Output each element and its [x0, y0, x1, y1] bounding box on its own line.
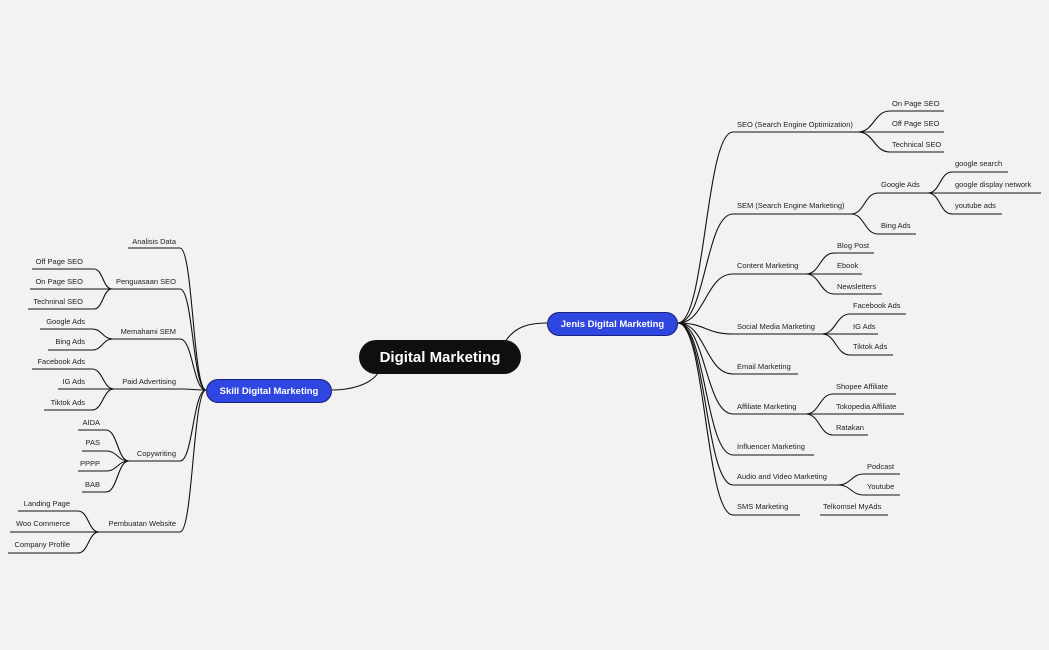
- node-technical-seo[interactable]: Technical SEO: [892, 140, 942, 149]
- node-ig-ads-left[interactable]: IG Ads: [62, 377, 85, 386]
- node-tiktok-ads-right[interactable]: Tiktok Ads: [853, 342, 888, 351]
- connector-line: [857, 131, 891, 153]
- node-facebook-ads-left[interactable]: Facebook Ads: [37, 357, 85, 366]
- right-branch-curve: [677, 213, 734, 324]
- node-landing-page[interactable]: Landing Page: [23, 499, 70, 508]
- node-off-page-seo-left[interactable]: Off Page SEO: [35, 257, 83, 266]
- connector-line: [805, 393, 834, 415]
- node-sms-marketing[interactable]: SMS Marketing: [737, 502, 789, 511]
- connector-line: [105, 460, 130, 493]
- right-branch-curve: [677, 322, 734, 516]
- central-to-right: [504, 322, 548, 343]
- node-tokopedia-affiliate[interactable]: Tokopedia Affiliate: [836, 402, 897, 411]
- connector-line: [93, 268, 113, 290]
- right-branch-curve: [677, 322, 734, 456]
- node-social-media-marketing[interactable]: Social Media Marketing: [737, 322, 815, 331]
- node-influencer-marketing[interactable]: Influencer Marketing: [737, 442, 805, 451]
- central-topic[interactable]: Digital Marketing: [359, 340, 521, 374]
- left-branch-curve: [179, 389, 207, 533]
- connector-line: [105, 429, 130, 462]
- connector-line: [837, 473, 865, 486]
- node-woo-commerce[interactable]: Woo Commerce: [15, 519, 70, 528]
- node-content-marketing[interactable]: Content Marketing: [737, 261, 799, 270]
- connector-line: [77, 531, 100, 554]
- node-ig-ads-right[interactable]: IG Ads: [853, 322, 876, 331]
- node-ratakan[interactable]: Ratakan: [836, 423, 864, 432]
- node-shopee-affiliate[interactable]: Shopee Affiliate: [836, 382, 888, 391]
- connector-line: [805, 252, 835, 275]
- right-branch-curve: [677, 322, 734, 375]
- connector-line: [821, 333, 851, 356]
- node-podcast[interactable]: Podcast: [867, 462, 895, 471]
- branch-jenis-digital-marketing[interactable]: Jenis Digital Marketing: [547, 312, 678, 336]
- node-google-ads-left[interactable]: Google Ads: [46, 317, 85, 326]
- node-penguasaan-seo[interactable]: Penguasaan SEO: [115, 277, 176, 286]
- node-seo-search-engine-optimization[interactable]: SEO (Search Engine Optimization): [737, 120, 853, 129]
- left-branch-curve: [179, 338, 207, 391]
- connector-line: [857, 110, 891, 133]
- node-bing-ads-right[interactable]: Bing Ads: [881, 221, 911, 230]
- node-pembuatan-website[interactable]: Pembuatan Website: [108, 519, 176, 528]
- connector-line: [850, 213, 879, 235]
- connector-line: [850, 192, 879, 215]
- node-copywriting[interactable]: Copywriting: [136, 449, 176, 458]
- left-branch-curve: [179, 389, 207, 462]
- right-branch-curve: [677, 322, 734, 486]
- node-facebook-ads-right[interactable]: Facebook Ads: [853, 301, 901, 310]
- node-sem-search-engine-marketing[interactable]: SEM (Search Engine Marketing): [737, 201, 845, 210]
- connector-line: [93, 288, 113, 310]
- connector-line: [91, 368, 115, 390]
- right-branch-curve: [677, 131, 734, 324]
- node-company-profile[interactable]: Company Profile: [14, 540, 70, 549]
- node-bing-ads-left[interactable]: Bing Ads: [55, 337, 85, 346]
- left-branch-curve: [179, 388, 207, 391]
- node-tiktok-ads-left[interactable]: Tiktok Ads: [50, 398, 85, 407]
- node-techninal-seo[interactable]: Techninal SEO: [33, 297, 83, 306]
- node-google-ads-right[interactable]: Google Ads: [881, 180, 920, 189]
- node-email-marketing[interactable]: Email Marketing: [737, 362, 791, 371]
- node-pas[interactable]: PAS: [85, 438, 100, 447]
- node-affiliate-marketing[interactable]: Affiliate Marketing: [737, 402, 797, 411]
- connector-line: [77, 510, 100, 533]
- node-google-search[interactable]: google search: [955, 159, 1003, 168]
- node-pppp[interactable]: PPPP: [79, 459, 100, 468]
- node-analisis-data[interactable]: Analisis Data: [132, 237, 176, 246]
- node-bab[interactable]: BAB: [84, 480, 100, 489]
- connector-line: [91, 338, 114, 351]
- node-newsletters[interactable]: Newsletters: [837, 282, 877, 291]
- right-branch-curve: [677, 322, 734, 335]
- connector-line: [805, 273, 835, 295]
- right-branch-curve: [677, 273, 734, 324]
- node-audio-video-marketing[interactable]: Audio and Video Marketing: [737, 472, 827, 481]
- node-telkomsel-myads[interactable]: Telkomsel MyAds: [823, 502, 882, 511]
- branch-skill-digital-marketing[interactable]: Skill Digital Marketing: [206, 379, 332, 403]
- node-memahami-sem[interactable]: Memahami SEM: [120, 327, 176, 336]
- left-branch-curve: [179, 288, 207, 391]
- left-branch-curve: [179, 247, 207, 391]
- node-youtube-ads[interactable]: youtube ads: [955, 201, 996, 210]
- connector-line: [91, 388, 115, 411]
- connector-line: [805, 413, 834, 436]
- node-aida[interactable]: AIDA: [82, 418, 100, 427]
- node-on-page-seo-right[interactable]: On Page SEO: [892, 99, 940, 108]
- connector-line: [927, 192, 953, 215]
- node-youtube[interactable]: Youtube: [867, 482, 895, 491]
- node-paid-advertising[interactable]: Paid Advertising: [122, 377, 176, 386]
- connector-line: [927, 171, 953, 194]
- connector-line: [91, 328, 114, 340]
- node-on-page-seo-left[interactable]: On Page SEO: [35, 277, 83, 286]
- central-to-left: [331, 372, 379, 391]
- node-off-page-seo-right[interactable]: Off Page SEO: [892, 119, 940, 128]
- connector-line: [837, 484, 865, 496]
- node-google-display-network[interactable]: google display network: [955, 180, 1032, 189]
- node-blog-post[interactable]: Blog Post: [837, 241, 870, 250]
- connector-line: [821, 313, 851, 335]
- node-ebook[interactable]: Ebook: [837, 261, 859, 270]
- right-branch-curve: [677, 322, 734, 415]
